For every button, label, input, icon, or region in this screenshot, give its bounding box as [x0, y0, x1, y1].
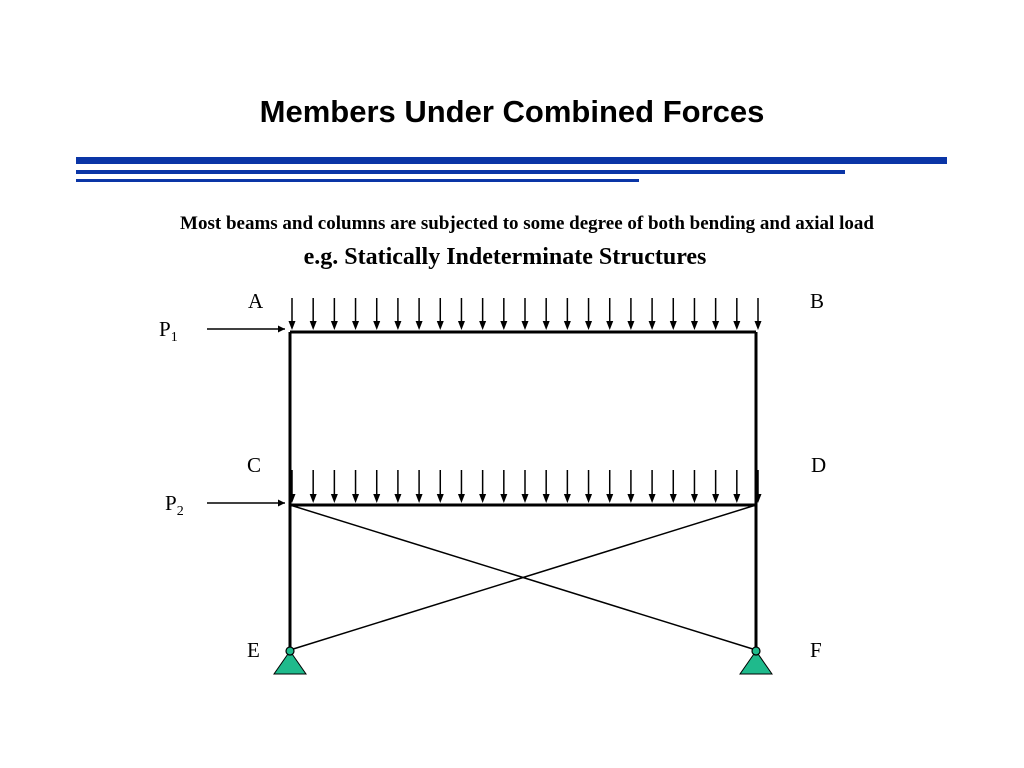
load-top-arrow-head [690, 321, 698, 330]
load-label-p1: P1 [159, 317, 178, 345]
load-middle-arrow-head [415, 494, 423, 503]
slide-subtitle: Most beams and columns are subjected to … [180, 213, 874, 234]
load-top-arrow-head [669, 321, 677, 330]
load-middle-arrow-head [394, 494, 402, 503]
load-middle-arrow-head [330, 494, 338, 503]
load-middle-arrow-head [648, 494, 656, 503]
load-top-arrow-head [330, 321, 338, 330]
node-label-d: D [811, 453, 826, 477]
distributed-load-top [288, 298, 762, 330]
load-middle-arrow-head [627, 494, 635, 503]
title-rule-bottom [76, 179, 639, 182]
load-top-arrow-head [733, 321, 741, 330]
load-top-arrow-head [415, 321, 423, 330]
title-rule-middle [76, 170, 845, 174]
load-middle-arrow-head [585, 494, 593, 503]
node-label-e: E [247, 638, 260, 662]
load-middle-arrow-head [457, 494, 465, 503]
load-middle-arrow-head [606, 494, 614, 503]
load-top-arrow-head [500, 321, 508, 330]
load-middle-arrow-head [500, 494, 508, 503]
distributed-load-middle [288, 470, 762, 503]
brace-d-to-e [289, 504, 757, 651]
load-top-arrow-head [436, 321, 444, 330]
load-top-arrow-head [648, 321, 656, 330]
load-top-arrow-head [606, 321, 614, 330]
load-middle-arrow-head [309, 494, 317, 503]
load-middle-arrow-head [352, 494, 360, 503]
node-label-c: C [247, 453, 261, 477]
load-top-arrow-head [712, 321, 720, 330]
load-top-arrow-head [521, 321, 529, 330]
node-label-a: A [248, 289, 264, 313]
support-e [273, 646, 307, 675]
load-middle-arrow-head [690, 494, 698, 503]
node-label-b: B [810, 289, 824, 313]
load-top-arrow-head [479, 321, 487, 330]
load-top-arrow-head [585, 321, 593, 330]
load-middle-arrow-head [521, 494, 529, 503]
load-top-arrow-head [352, 321, 360, 330]
load-top-arrow-head [394, 321, 402, 330]
load-label-p2: P2 [165, 491, 184, 519]
load-middle-arrow-head [712, 494, 720, 503]
load-middle-arrow-head [754, 494, 762, 503]
load-top-arrow-head [563, 321, 571, 330]
load-top-arrow-head [457, 321, 465, 330]
title-rule-top [76, 157, 947, 164]
node-label-f: F [810, 638, 822, 662]
load-middle-arrow-head [373, 494, 381, 503]
load-middle-arrow-head [563, 494, 571, 503]
slide-title: Members Under Combined Forces [259, 94, 765, 129]
slide-example: e.g. Statically Indeterminate Structures [303, 244, 707, 270]
load-top-arrow-head [288, 321, 296, 330]
support-f [739, 646, 773, 675]
load-middle-arrow-head [542, 494, 550, 503]
load-middle-arrow-head [669, 494, 677, 503]
load-top-arrow-head [309, 321, 317, 330]
load-top-arrow-head [373, 321, 381, 330]
load-top-arrow-head [627, 321, 635, 330]
load-top-arrow-head [754, 321, 762, 330]
load-top-arrow-head [542, 321, 550, 330]
load-middle-arrow-head [733, 494, 741, 503]
load-middle-arrow-head [436, 494, 444, 503]
load-middle-arrow-head [288, 494, 296, 503]
load-middle-arrow-head [479, 494, 487, 503]
